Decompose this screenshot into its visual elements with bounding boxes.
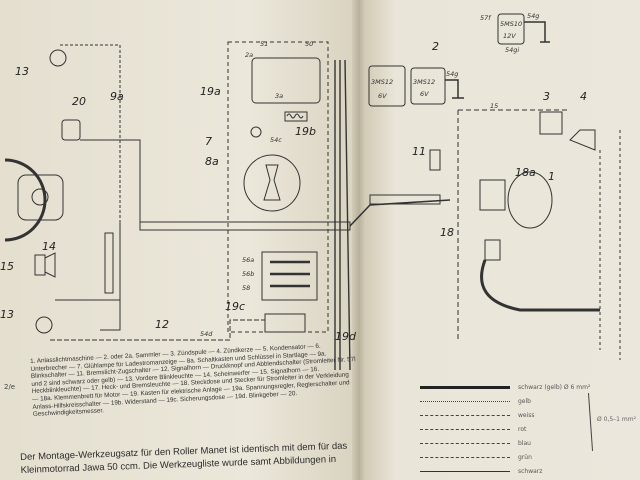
label-3: 3 [543,90,550,103]
front-blinker-13b [35,316,53,334]
battery-6v-a-volt: 6V [378,92,387,100]
label-1: 1 [548,170,555,183]
front-blinker-13a [49,49,67,67]
label-20: 20 [72,95,86,108]
legend-label: schwarz (gelb) Ø 6 mm² [518,383,591,391]
label-12: 12 [155,318,169,331]
wire-54g: 54g [446,70,458,78]
wire-56a: 56a [242,256,254,264]
label-15: 15 [0,260,14,273]
label-19a: 19a [200,85,221,98]
label-2: 2 [432,40,439,53]
label-13-bottom: 13 [0,308,14,321]
legend-row: schwarz [420,464,635,478]
legend-label: grün [518,453,532,461]
legend-label: weiss [518,411,535,419]
brake-switch-11 [429,149,441,171]
wire-54gi: 54gi [505,46,519,54]
legend-row: schwarz (gelb) Ø 6 mm² [420,380,635,394]
fuse-box-19c [261,251,318,301]
legend-label: blau [518,439,531,447]
wire-54c: 54c [270,136,282,144]
wire-58: 58 [242,284,250,292]
dynamo-1 [507,171,553,229]
wire-54d: 54d [200,330,213,338]
book-spine [352,0,366,480]
switch-box-8a [243,154,301,212]
battery-12v-volt: 12V [503,32,516,40]
legend-label: schwarz [518,467,543,475]
left-page [0,0,356,480]
battery-6v-b [410,67,446,105]
label-7: 7 [205,135,212,148]
legend-row: gelb [420,394,635,408]
battery-12v-type: 5MS10 [500,20,522,28]
page-number: 2/e [4,383,16,391]
legend-row: blau [420,436,635,450]
label-8a: 8a [205,155,219,168]
speedometer-20 [61,119,81,141]
battery-6v-a [368,65,406,107]
regulator-19a [251,57,321,104]
label-14: 14 [42,240,56,253]
legend-row: grün [420,450,635,464]
main-harness [139,221,351,231]
plug-18 [484,239,501,261]
wire-15: 15 [490,102,498,110]
battery-12v [497,13,525,45]
label-19b: 19b [295,125,316,138]
wire-57f: 57f [480,14,492,22]
wire-51: 51 [260,40,268,48]
label-9a: 9a [110,90,124,103]
wire-54g-top: 54g [527,12,539,20]
legend-size-note: Ø 0,5–1 mm² [597,416,636,423]
right-page [362,0,640,480]
spark-plug-4 [569,129,596,151]
lamp-7 [250,126,262,138]
battery-6v-b-type: 3MS12 [413,78,435,86]
electric-box-19 [227,41,329,333]
horn-15 [34,252,56,278]
wire-50: 50 [305,40,313,48]
terminal-board-18a [479,179,506,211]
flasher-19d [264,313,306,333]
label-19c: 19c [225,300,245,313]
label-18: 18 [440,226,454,239]
label-4: 4 [580,90,587,103]
battery-6v-b-volt: 6V [420,90,429,98]
legend-row: weiss [420,408,635,422]
label-13-top: 13 [15,65,29,78]
legend-label: gelb [518,397,531,405]
rear-harness [369,194,441,205]
battery-6v-a-type: 3MS12 [371,78,393,86]
wire-2a: 2a [245,51,253,59]
label-18a: 18a [515,166,536,179]
legend-row: rot [420,422,635,436]
horn-switch [104,232,114,294]
label-19d: 19d [335,330,357,343]
wire-legend: schwarz (gelb) Ø 6 mm² gelb weiss rot bl… [420,380,635,478]
legend-label: rot [518,425,527,433]
wire-56b: 56b [242,270,254,278]
headlight-14 [4,158,47,242]
ignition-coil-3 [539,111,563,135]
wire-3a: 3a [275,92,283,100]
label-11: 11 [412,145,426,158]
resistor-19b [284,111,308,122]
wiring-diagram: 13 20 9a 14 15 13 19a 7 19b 8a 19c 19d 1… [0,12,621,371]
